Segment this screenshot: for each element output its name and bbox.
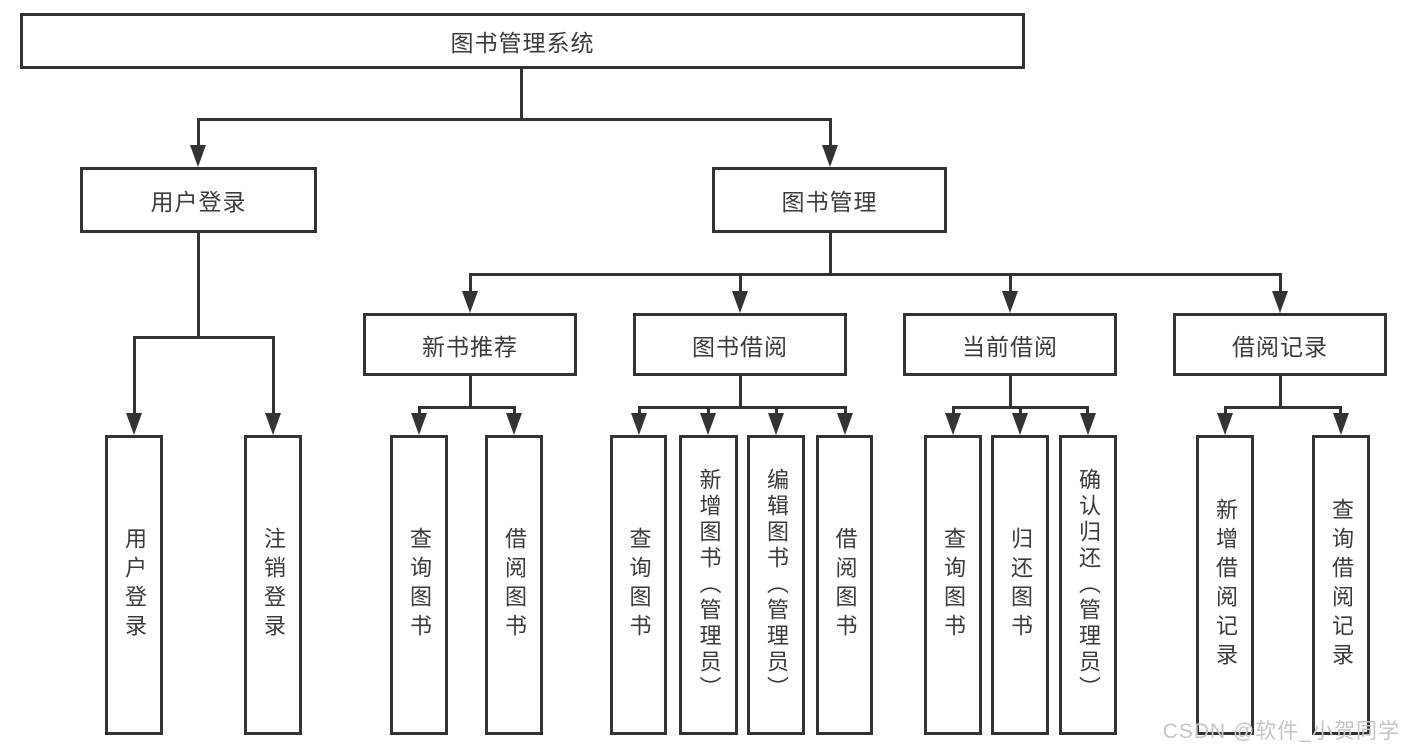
- leaf-label: 新增借阅记录: [1213, 498, 1238, 672]
- line: [1279, 376, 1282, 406]
- line: [638, 406, 846, 409]
- node-current-borrow: 当前借阅: [903, 313, 1117, 376]
- node-user-login-label: 用户登录: [150, 189, 247, 215]
- line: [272, 336, 275, 415]
- node-book-management-label: 图书管理: [781, 189, 878, 215]
- leaf-borrow-books: 借阅图书: [816, 435, 873, 735]
- line: [1224, 406, 1342, 409]
- node-book-borrow: 图书借阅: [633, 313, 847, 376]
- leaf-label: 新增图书（管理员）: [696, 468, 722, 702]
- arrow-down-icon: [506, 413, 522, 435]
- arrow-down-icon: [631, 413, 647, 435]
- line: [469, 273, 472, 295]
- leaf-label: 查询图书: [626, 527, 652, 643]
- line: [707, 406, 710, 416]
- line: [739, 376, 742, 406]
- line: [418, 406, 516, 409]
- leaf-label: 用户登录: [122, 527, 147, 643]
- leaf-label: 查询图书: [941, 527, 966, 643]
- leaf-add-books-admin: 新增图书（管理员）: [679, 435, 738, 735]
- node-new-book-recommend: 新书推荐: [363, 313, 577, 376]
- leaf-borrow-query-books: 查询图书: [610, 435, 667, 735]
- line: [197, 118, 200, 150]
- line: [1009, 273, 1012, 295]
- node-borrow-records-label: 借阅记录: [1232, 333, 1328, 360]
- node-new-book-recommend-label: 新书推荐: [422, 333, 518, 360]
- leaf-edit-books-admin: 编辑图书（管理员）: [747, 435, 805, 735]
- line: [520, 68, 523, 118]
- node-root-label: 图书管理系统: [450, 30, 595, 56]
- line: [418, 406, 421, 416]
- arrow-down-icon: [700, 413, 716, 435]
- node-book-management: 图书管理: [712, 167, 947, 233]
- line: [197, 233, 200, 336]
- node-root: 图书管理系统: [20, 13, 1025, 69]
- line: [133, 336, 275, 339]
- arrow-down-icon: [837, 413, 853, 435]
- line: [469, 273, 1282, 276]
- leaf-label: 编辑图书（管理员）: [764, 468, 789, 702]
- arrow-down-icon: [1002, 291, 1018, 313]
- leaf-user-login: 用户登录: [105, 435, 163, 735]
- arrow-down-icon: [822, 145, 838, 167]
- line: [133, 336, 136, 415]
- leaf-label: 查询图书: [407, 527, 432, 643]
- node-user-login: 用户登录: [80, 167, 317, 233]
- leaf-label: 借阅图书: [832, 527, 858, 643]
- arrow-down-icon: [732, 291, 748, 313]
- leaf-current-query-books: 查询图书: [924, 435, 982, 735]
- leaf-label: 确认归还（管理员）: [1076, 468, 1101, 702]
- line: [469, 376, 472, 406]
- line: [829, 233, 832, 273]
- arrow-down-icon: [1012, 413, 1028, 435]
- line: [1279, 273, 1282, 295]
- arrow-down-icon: [945, 413, 961, 435]
- line: [829, 118, 832, 150]
- leaf-label: 借阅图书: [502, 527, 527, 643]
- arrow-down-icon: [462, 291, 478, 313]
- line: [952, 406, 955, 416]
- leaf-logout: 注销登录: [244, 435, 302, 735]
- leaf-recommend-borrow-books: 借阅图书: [485, 435, 543, 735]
- line: [1019, 406, 1022, 416]
- line: [638, 406, 641, 416]
- line: [739, 273, 742, 295]
- leaf-label: 归还图书: [1008, 527, 1033, 643]
- leaf-return-books: 归还图书: [991, 435, 1049, 735]
- csdn-watermark: CSDN @软件_小贺同学: [1162, 720, 1400, 743]
- arrow-down-icon: [768, 413, 784, 435]
- node-book-borrow-label: 图书借阅: [692, 333, 788, 360]
- line: [1339, 406, 1342, 416]
- arrow-down-icon: [1272, 291, 1288, 313]
- line: [1086, 406, 1089, 416]
- leaf-label: 查询借阅记录: [1329, 498, 1354, 672]
- line: [513, 406, 516, 416]
- node-borrow-records: 借阅记录: [1173, 313, 1387, 376]
- line: [1009, 376, 1012, 406]
- leaf-confirm-return-admin: 确认归还（管理员）: [1059, 435, 1117, 735]
- arrow-down-icon: [126, 413, 142, 435]
- line: [775, 406, 778, 416]
- leaf-add-borrow-record: 新增借阅记录: [1196, 435, 1254, 735]
- leaf-query-borrow-record: 查询借阅记录: [1312, 435, 1370, 735]
- line: [1224, 406, 1227, 416]
- arrow-down-icon: [1217, 413, 1233, 435]
- arrow-down-icon: [1333, 413, 1349, 435]
- leaf-recommend-query-books: 查询图书: [390, 435, 448, 735]
- arrow-down-icon: [411, 413, 427, 435]
- arrow-down-icon: [265, 413, 281, 435]
- line: [844, 406, 847, 416]
- leaf-label: 注销登录: [261, 527, 286, 643]
- arrow-down-icon: [1080, 413, 1096, 435]
- arrow-down-icon: [190, 145, 206, 167]
- line: [197, 118, 831, 121]
- node-current-borrow-label: 当前借阅: [962, 333, 1058, 360]
